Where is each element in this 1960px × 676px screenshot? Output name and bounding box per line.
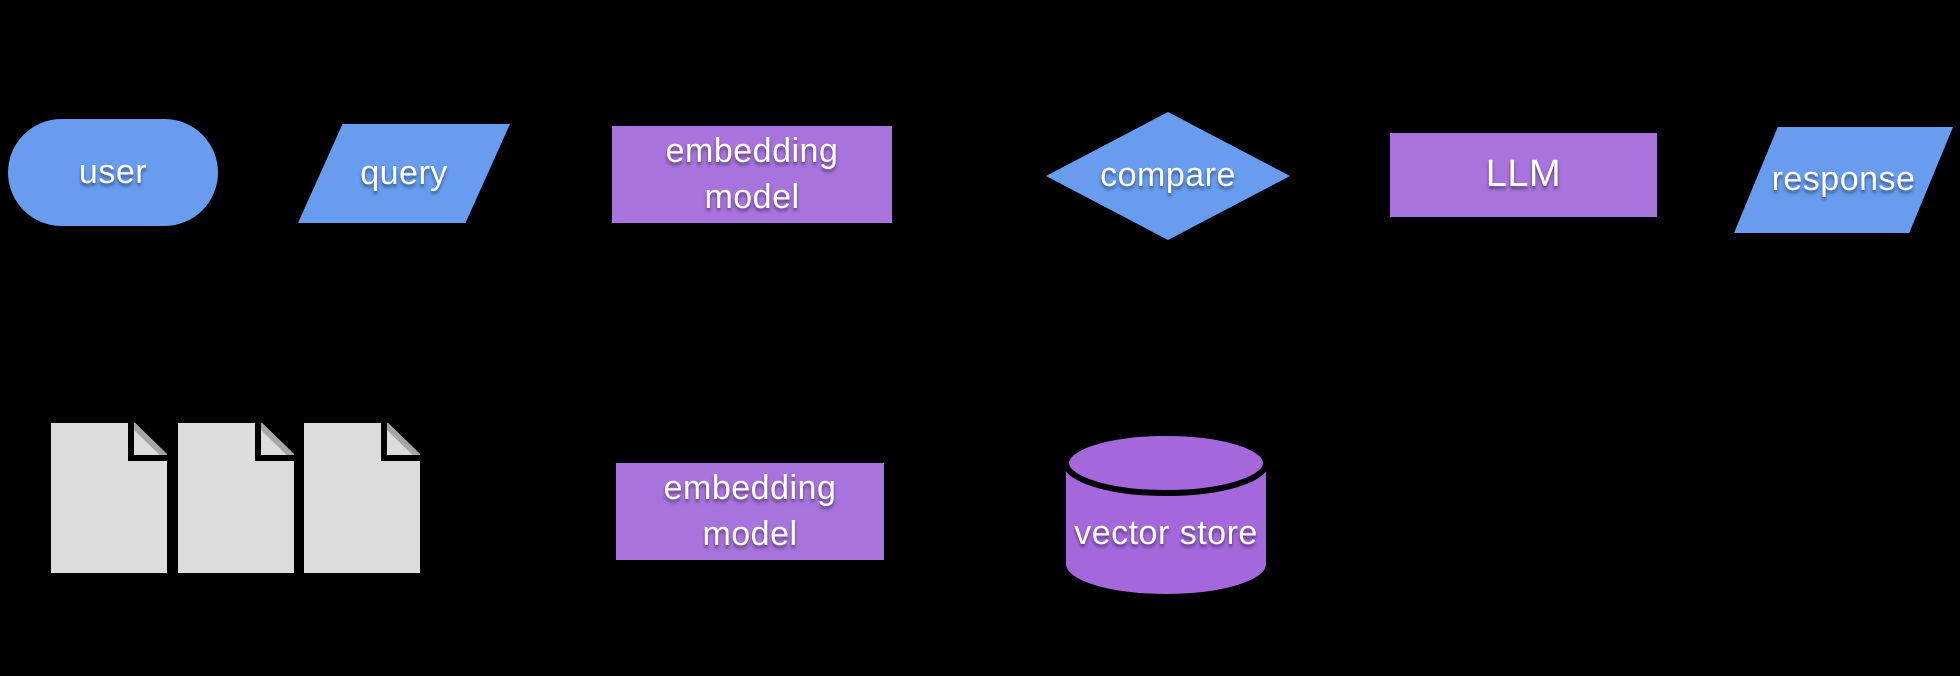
node-documents bbox=[51, 423, 422, 573]
document-icon bbox=[178, 423, 294, 573]
node-embedding-model-docs-label: embedding model bbox=[663, 468, 837, 553]
node-embedding-model-query: embedding model bbox=[612, 126, 892, 223]
node-embedding-model-query-label: embedding model bbox=[665, 131, 839, 216]
node-embedding-model-docs: embedding model bbox=[616, 463, 884, 560]
database-cylinder-icon bbox=[1064, 430, 1268, 594]
node-user-label: user bbox=[78, 152, 148, 191]
node-compare-label: compare bbox=[1100, 156, 1236, 195]
node-llm-label: LLM bbox=[1485, 153, 1562, 196]
node-response-label: response bbox=[1771, 160, 1916, 199]
document-icon bbox=[304, 423, 420, 573]
node-llm: LLM bbox=[1390, 133, 1657, 217]
document-icon bbox=[51, 423, 167, 573]
node-vector-store-label: vector store bbox=[1074, 514, 1258, 552]
node-compare: compare bbox=[1046, 112, 1290, 240]
node-response: response bbox=[1734, 127, 1953, 233]
node-user: user bbox=[8, 119, 218, 226]
node-vector-store: vector store bbox=[1064, 430, 1268, 596]
node-query: query bbox=[298, 124, 510, 223]
node-query-label: query bbox=[360, 153, 448, 192]
